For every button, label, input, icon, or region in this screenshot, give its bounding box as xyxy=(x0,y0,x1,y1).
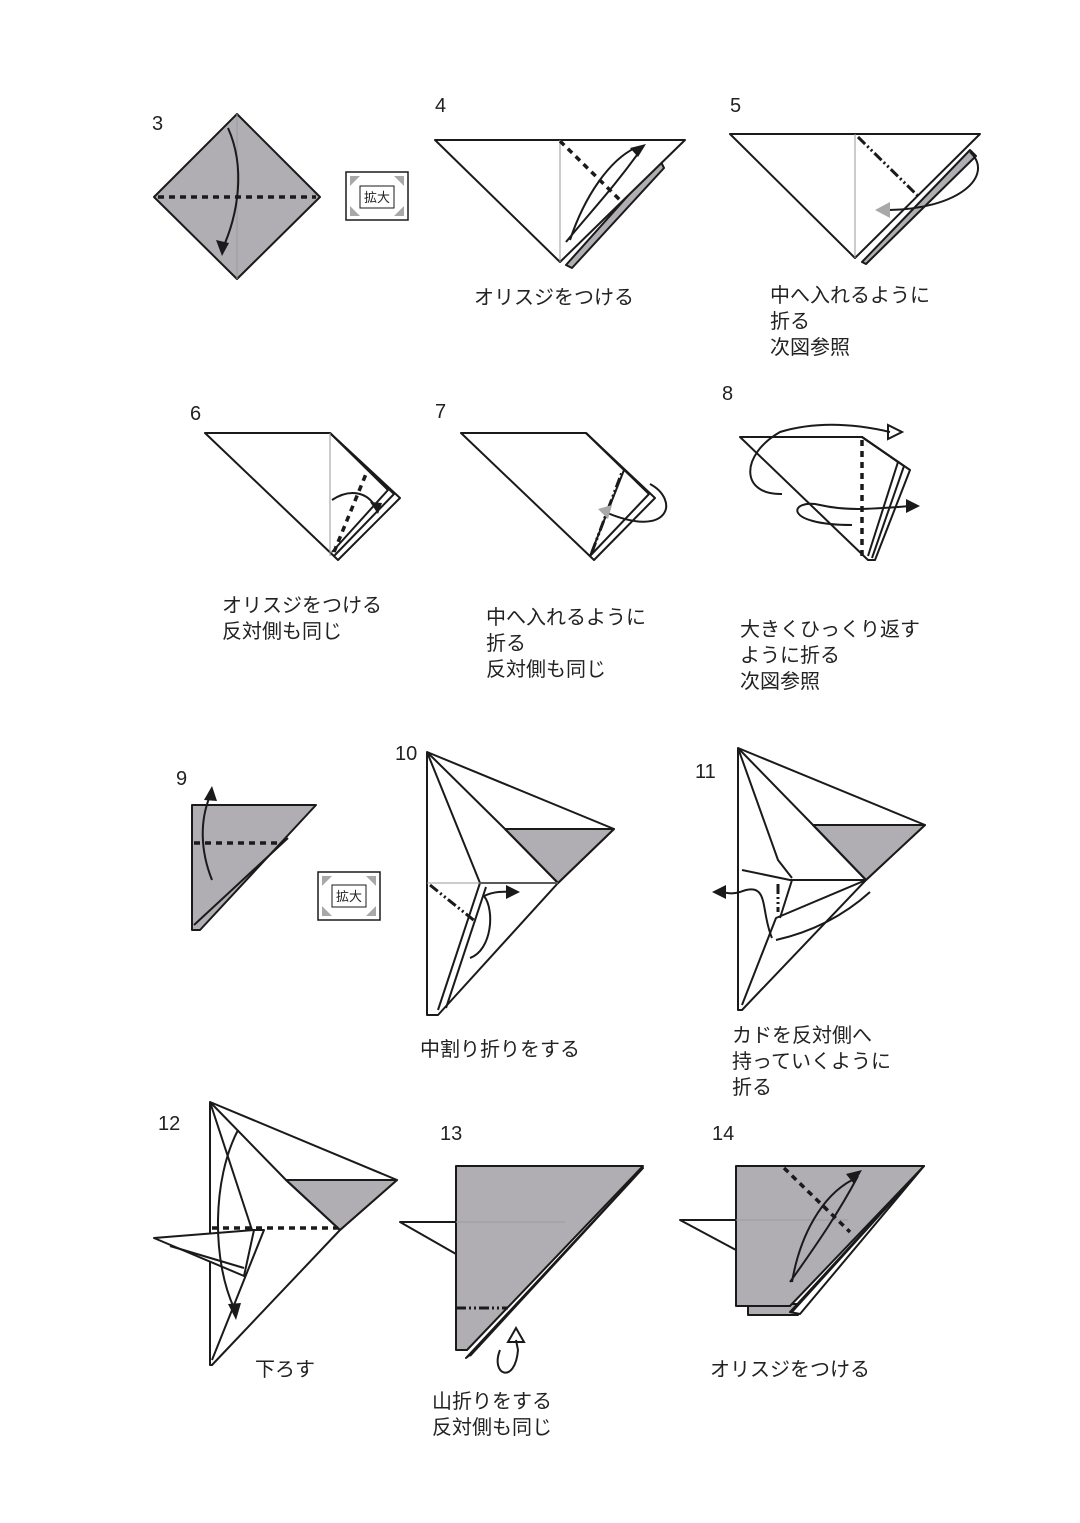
mountain-fold-line xyxy=(429,883,477,924)
badge-label: 拡大 xyxy=(336,890,362,905)
step-14: 14 オリスジをつける xyxy=(679,1123,925,1381)
step-number: 13 xyxy=(440,1123,462,1145)
valley-fold-line xyxy=(332,473,368,553)
step-number: 12 xyxy=(158,1113,180,1135)
step-12: 12 下ろす xyxy=(153,1101,398,1381)
step-11: 11 カドを反対側へ 持っていくように 折る xyxy=(695,747,926,1099)
folded-paper xyxy=(209,1101,398,1366)
step-caption: 下ろす xyxy=(255,1357,315,1381)
step-caption: 中へ入れるように 折る 反対側も同じ xyxy=(486,605,652,681)
step-number: 9 xyxy=(176,768,187,790)
step-9: 9 xyxy=(176,768,317,931)
step-caption: 大きくひっくり返す ように折る 次図参照 xyxy=(740,617,926,693)
step-number: 6 xyxy=(190,403,201,425)
folded-paper xyxy=(204,432,401,561)
step-number: 3 xyxy=(152,113,163,135)
step-13: 13 山折りをする 反対側も同じ xyxy=(399,1123,644,1439)
fold-arrow xyxy=(221,127,240,251)
folded-paper xyxy=(460,432,656,561)
step-number: 7 xyxy=(435,401,446,423)
step-caption: 中割り折りをする xyxy=(420,1037,580,1061)
step-5: 5 中へ入れるように 折る 次図参照 xyxy=(729,95,981,359)
badge-label: 拡大 xyxy=(364,191,390,206)
step-7: 7 中へ入れるように 折る 反対側も同じ xyxy=(435,401,668,681)
step-number: 10 xyxy=(395,743,417,765)
mountain-fold-line xyxy=(856,135,920,198)
enlarge-badge: 拡大 xyxy=(317,871,381,921)
step-number: 11 xyxy=(695,761,716,783)
folded-paper xyxy=(191,804,317,931)
step-8: 8 大きくひっくり返す ように折る 次図参照 xyxy=(722,383,926,693)
step-number: 8 xyxy=(722,383,733,405)
step-number: 5 xyxy=(730,95,741,117)
step-6: 6 オリスジをつける 反対側も同じ xyxy=(190,403,401,643)
step-number: 4 xyxy=(435,95,446,117)
step-caption: オリスジをつける xyxy=(710,1357,870,1381)
step-caption: オリスジをつける xyxy=(474,285,634,309)
step-caption: オリスジをつける 反対側も同じ xyxy=(222,593,388,643)
step-caption: 山折りをする 反対側も同じ xyxy=(432,1389,558,1439)
step-number: 14 xyxy=(712,1123,734,1145)
step-3: 3 xyxy=(152,113,321,280)
enlarge-badge: 拡大 xyxy=(345,171,409,221)
valley-fold-line xyxy=(782,1166,852,1234)
step-caption: 中へ入れるように 折る 次図参照 xyxy=(770,283,936,359)
step-caption: カドを反対側へ 持っていくように 折る xyxy=(732,1023,897,1099)
step-10: 10 中割り折りをする xyxy=(395,743,615,1061)
step-4: 4 オリスジをつける xyxy=(434,95,686,309)
folded-paper xyxy=(455,1165,644,1351)
folded-paper xyxy=(735,1165,925,1307)
folded-paper xyxy=(739,436,911,561)
